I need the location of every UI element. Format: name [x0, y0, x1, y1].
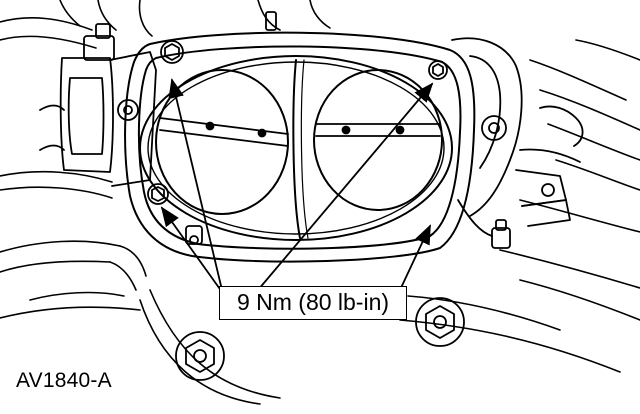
arrow-icon [160, 78, 434, 293]
engine-background-lines [0, 0, 640, 405]
bolt-icon [147, 11, 465, 381]
idle-air-control-assembly [451, 37, 584, 249]
throttle-shaft [159, 117, 441, 147]
torque-spec-callout: 9 Nm (80 lb-in) [219, 286, 407, 320]
throttle-position-sensor [39, 23, 157, 187]
throttle-bores [139, 55, 453, 241]
throttle-body-flange [124, 31, 476, 263]
figure-id-label: AV1840-A [16, 369, 112, 392]
